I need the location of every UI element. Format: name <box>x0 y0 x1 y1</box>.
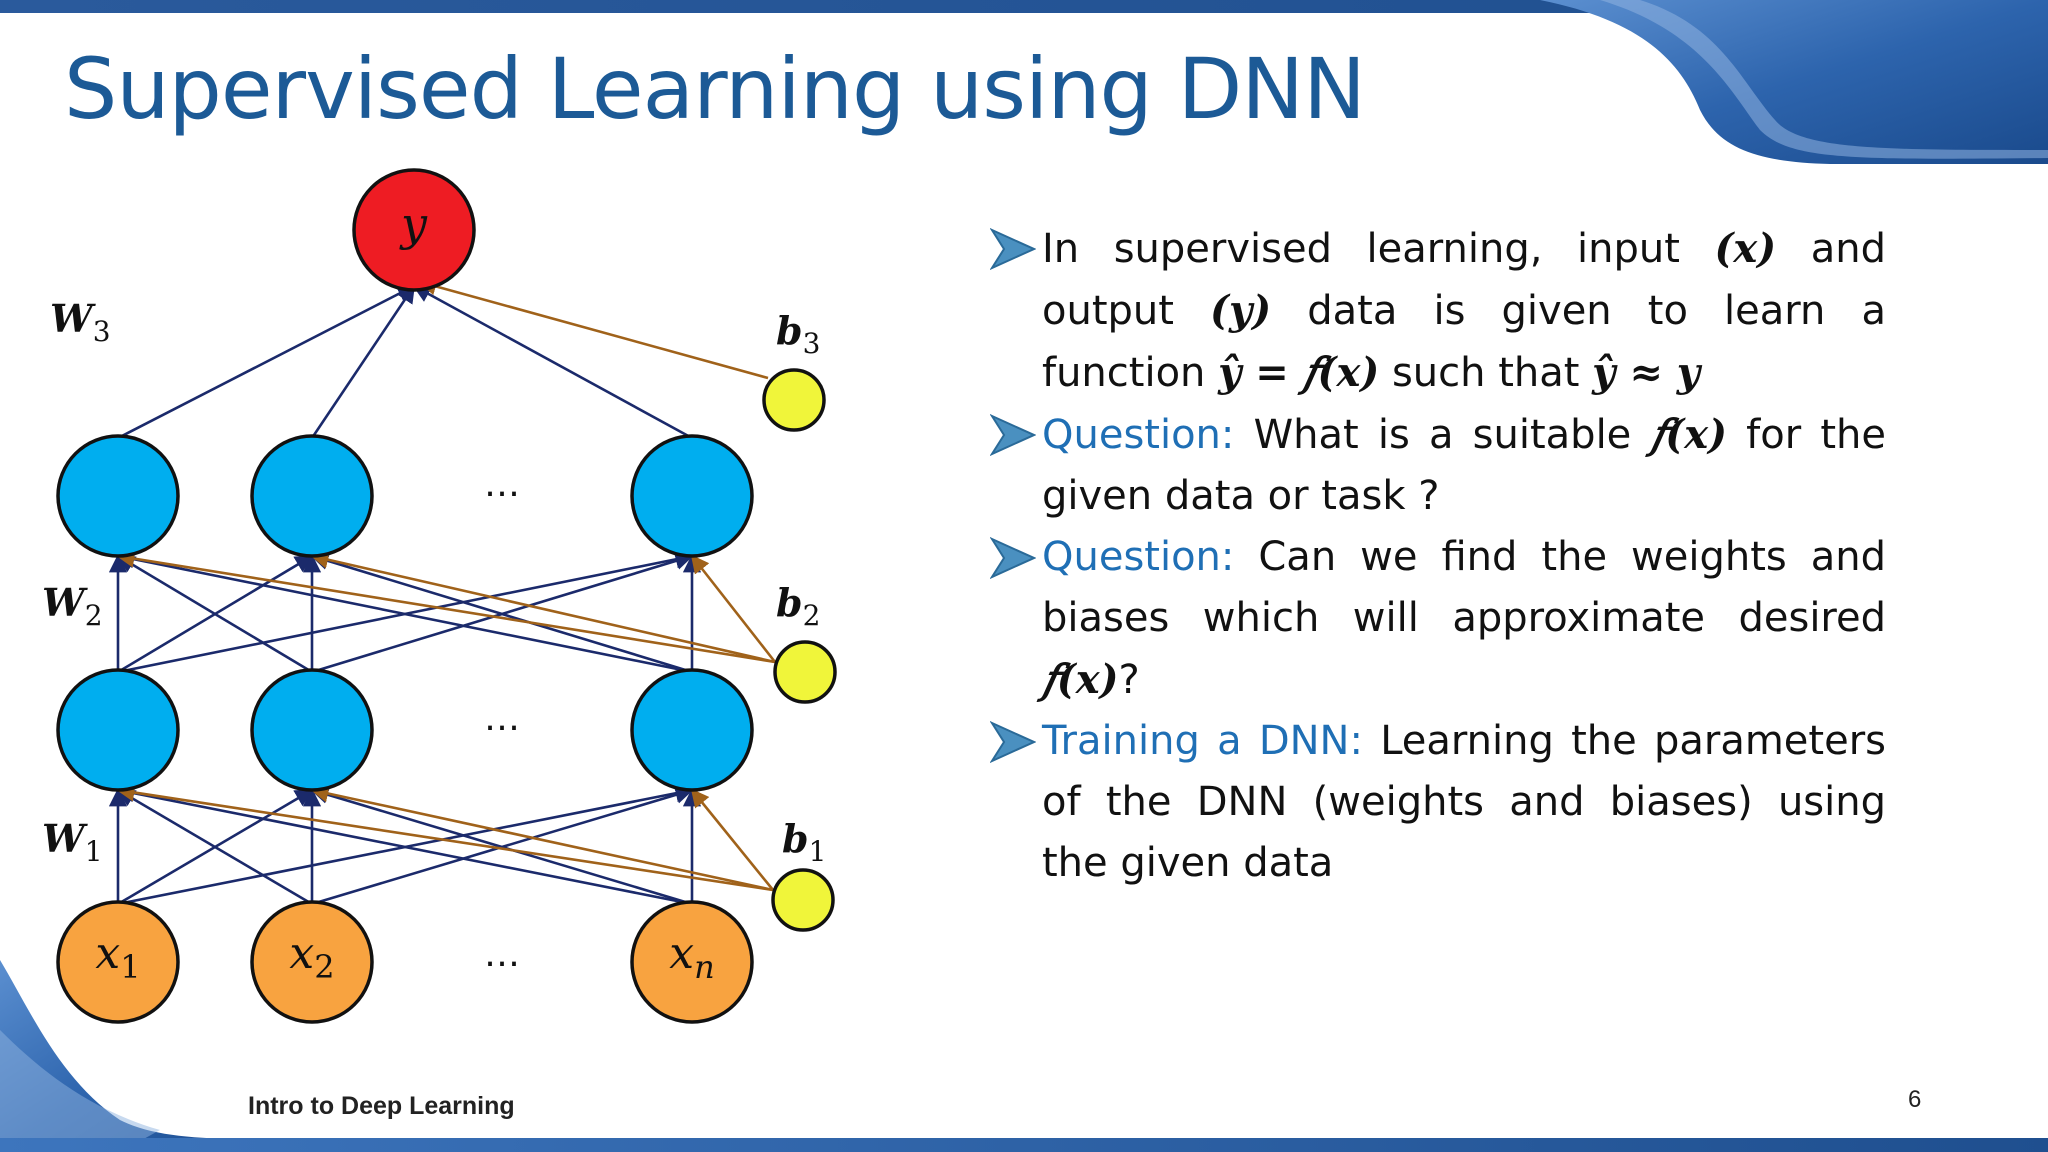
neural-network-diagram: y x1 x2 xn … … … W3 W2 W1 b3 b2 b1 <box>42 168 837 1024</box>
bias-label-b2: b2 <box>776 580 820 632</box>
bullet-supervised-learning: In supervised learning, input (𝒙) and ou… <box>990 218 1886 404</box>
input-label-x2: x2 <box>289 928 334 986</box>
weight-edge-w1-2-0 <box>116 784 693 906</box>
bias-edge-b1-1 <box>310 784 774 892</box>
input-label-xn: xn <box>669 928 714 986</box>
bottom-bar <box>0 1138 2048 1152</box>
output-node-label: y <box>399 197 428 251</box>
bias-label-b1: b1 <box>782 816 826 868</box>
arrow-bullet-icon <box>990 414 1036 456</box>
hidden-layer-2-node-3 <box>630 434 754 558</box>
weight-edge-w3-0 <box>117 284 416 440</box>
bullet-list: In supervised learning, input (𝒙) and ou… <box>990 218 1886 894</box>
weight-edge-w2-2-0 <box>116 550 693 674</box>
hidden-layer-1-node-3 <box>630 668 754 792</box>
bias-label-b3: b3 <box>776 308 820 360</box>
hidden-layer-1-node-2 <box>250 668 374 792</box>
bias-node-b1 <box>771 868 835 932</box>
weight-edge-w1-1-0 <box>116 788 313 906</box>
weight-label-w3: W3 <box>50 296 111 348</box>
arrow-bullet-icon <box>990 537 1036 579</box>
bullet-training-dnn: Training a DNN: Learning the parameters … <box>990 711 1886 894</box>
weight-edge-w3-1 <box>310 284 416 439</box>
bias-node-b3 <box>762 368 826 432</box>
page-number: 6 <box>1908 1086 1922 1113</box>
weight-edge-w2-1-0 <box>116 554 313 674</box>
top-bar <box>0 0 2048 13</box>
weight-label-w2: W2 <box>42 580 103 632</box>
top-right-swoosh <box>1540 0 2048 164</box>
connection-edges <box>108 277 777 906</box>
bias-edge-b1-2 <box>690 788 775 891</box>
bias-edge-b3 <box>418 277 769 380</box>
slide-title: Supervised Learning using DNN <box>64 40 1366 138</box>
input-label-x1: x1 <box>95 928 140 986</box>
bullet-question-function: Question: What is a suitable 𝑓(𝒙) for th… <box>990 404 1886 527</box>
footer-course-title: Intro to Deep Learning <box>248 1092 515 1120</box>
hidden-layer-2-node-1 <box>56 434 180 558</box>
bias-edge-b2-0 <box>116 549 776 664</box>
weight-edge-w3-2 <box>412 284 693 440</box>
input-node-2 <box>250 900 374 1024</box>
bullet-question-weights: Question: Can we find the weights and bi… <box>990 527 1886 711</box>
bias-node-b2 <box>773 640 837 704</box>
arrow-bullet-icon <box>990 228 1036 270</box>
weight-edge-w1-2-1 <box>310 785 693 906</box>
bias-edge-b2-1 <box>310 550 776 664</box>
hidden-layer-1-node-1 <box>56 668 180 792</box>
output-node-y <box>352 168 476 292</box>
weight-label-w1: W1 <box>42 816 103 868</box>
input-node-1 <box>56 900 180 1024</box>
ellipsis-input: … <box>484 934 520 975</box>
network-nodes <box>56 168 837 1024</box>
weight-edge-w2-2-1 <box>310 552 693 674</box>
bias-edge-b2-2 <box>690 554 777 663</box>
arrow-bullet-icon <box>990 721 1036 763</box>
bias-edge-b1-0 <box>116 783 774 892</box>
ellipsis-hidden1: … <box>484 698 520 739</box>
hidden-layer-2-node-2 <box>250 434 374 558</box>
input-node-3 <box>630 900 754 1024</box>
ellipsis-hidden2: … <box>484 464 520 505</box>
